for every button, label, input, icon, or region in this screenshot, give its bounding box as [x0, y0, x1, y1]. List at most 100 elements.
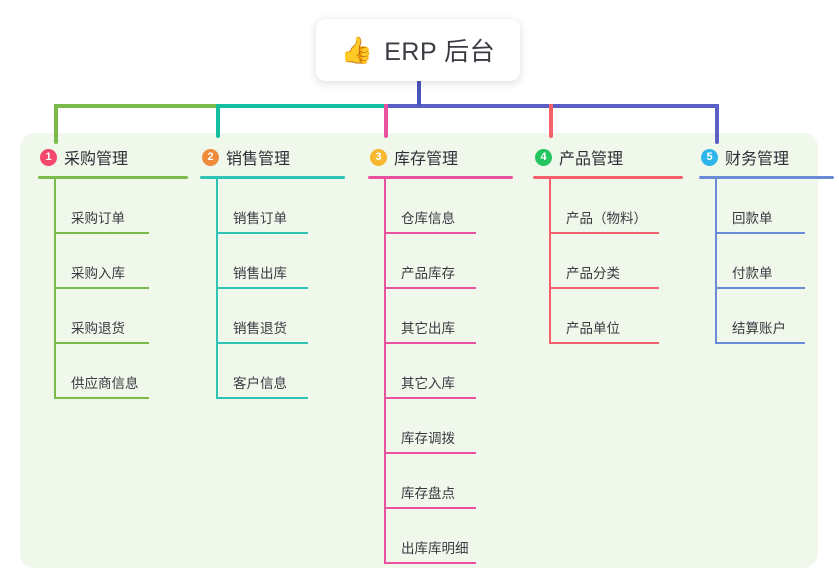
branch-column-产品管理: 4 产品管理产品（物料） 产品分类产品单位 [533, 144, 693, 344]
branch-item[interactable]: 仓库信息 [368, 179, 523, 234]
branch-header-rule [699, 176, 834, 179]
branch-item[interactable]: 客户信息 [200, 344, 355, 399]
branch-column-销售管理: 2 销售管理销售订单销售出库销售退货客户信息 [200, 144, 355, 399]
root-connector-stem [417, 78, 421, 106]
branch-item[interactable]: 采购退货 [38, 289, 198, 344]
bus-segment-2 [216, 104, 386, 108]
branch-item-rule [715, 287, 805, 289]
branch-item[interactable]: 采购入库 [38, 234, 198, 289]
root-node-card[interactable]: 👍 ERP 后台 [316, 19, 520, 81]
branch-item-rule [54, 342, 149, 344]
branch-header-采购管理[interactable]: 1 采购管理 [38, 144, 198, 170]
branch-item[interactable]: 出库库明细 [368, 509, 523, 564]
branch-title: 产品管理 [559, 151, 624, 168]
branch-index-badge: 3 [370, 148, 387, 166]
branch-item-label: 库存调拨 [401, 431, 455, 446]
branch-spine [549, 179, 551, 344]
branch-item-rule [549, 287, 659, 289]
branch-item-list: 仓库信息产品库存其它出库其它入库库存调拨库存盘点出库库明细 [368, 179, 523, 564]
branch-item[interactable]: 产品单位 [533, 289, 693, 344]
branch-item-rule [384, 342, 476, 344]
branch-header-库存管理[interactable]: 3 库存管理 [368, 144, 523, 170]
branch-index-badge: 1 [40, 148, 57, 166]
branch-item-rule [216, 342, 308, 344]
branch-item-label: 销售订单 [233, 211, 287, 226]
branch-item[interactable]: 库存调拨 [368, 399, 523, 454]
branch-item-label: 回款单 [732, 211, 773, 226]
branch-item-list: 回款单付款单结算账户 [699, 179, 839, 344]
branch-index-badge: 4 [535, 148, 552, 166]
branch-item-label: 销售退货 [233, 321, 287, 336]
branch-index-badge: 2 [202, 148, 219, 166]
drop-connector-2 [216, 104, 220, 138]
branch-item[interactable]: 回款单 [699, 179, 839, 234]
branch-item-rule [549, 342, 659, 344]
branch-item[interactable]: 其它出库 [368, 289, 523, 344]
branch-item[interactable]: 付款单 [699, 234, 839, 289]
branch-item[interactable]: 销售退货 [200, 289, 355, 344]
branch-header-rule [368, 176, 513, 179]
branch-item[interactable]: 采购订单 [38, 179, 198, 234]
branch-item-list: 采购订单采购入库采购退货供应商信息 [38, 179, 198, 399]
branch-item-rule [384, 507, 476, 509]
branch-column-库存管理: 3 库存管理仓库信息产品库存其它出库其它入库库存调拨库存盘点出库库明细 [368, 144, 523, 564]
branch-spine [384, 179, 386, 564]
branch-item[interactable]: 库存盘点 [368, 454, 523, 509]
branch-title: 采购管理 [64, 151, 129, 168]
branch-item[interactable]: 产品库存 [368, 234, 523, 289]
branch-item-label: 其它出库 [401, 321, 455, 336]
branch-title: 销售管理 [226, 151, 291, 168]
branch-item-label: 产品分类 [566, 266, 620, 281]
branch-spine [216, 179, 218, 399]
branch-item[interactable]: 产品分类 [533, 234, 693, 289]
branch-item-rule [54, 287, 149, 289]
branch-item-label: 采购订单 [71, 211, 125, 226]
branch-item-label: 结算账户 [732, 321, 786, 336]
branch-item[interactable]: 供应商信息 [38, 344, 198, 399]
branch-header-rule [200, 176, 345, 179]
branch-item-label: 采购退货 [71, 321, 125, 336]
branch-index-badge: 5 [701, 148, 718, 166]
branch-item-label: 库存盘点 [401, 486, 455, 501]
branch-item-rule [549, 232, 659, 234]
branch-item-label: 付款单 [732, 266, 773, 281]
page-title: ERP 后台 [384, 38, 496, 66]
thumbs-up-icon: 👍 [340, 35, 374, 65]
branch-column-财务管理: 5 财务管理回款单付款单结算账户 [699, 144, 839, 344]
branch-item-rule [54, 397, 149, 399]
branch-item-label: 其它入库 [401, 376, 455, 391]
branch-item-rule [715, 342, 805, 344]
branch-item-label: 采购入库 [71, 266, 125, 281]
branch-item-label: 销售出库 [233, 266, 287, 281]
bus-cap-left [54, 104, 66, 108]
bus-segment-1 [54, 104, 218, 108]
branch-header-rule [38, 176, 188, 179]
drop-connector-3 [384, 104, 388, 138]
branch-item-rule [384, 287, 476, 289]
branch-item-rule [216, 232, 308, 234]
branch-item-label: 产品（物料） [566, 211, 647, 226]
branch-item-rule [384, 232, 476, 234]
branch-item[interactable]: 其它入库 [368, 344, 523, 399]
branch-item-rule [715, 232, 805, 234]
branch-item[interactable]: 产品（物料） [533, 179, 693, 234]
branch-item-list: 产品（物料） 产品分类产品单位 [533, 179, 693, 344]
branch-item-rule [216, 397, 308, 399]
branch-item-label: 出库库明细 [401, 541, 469, 556]
branch-title: 库存管理 [394, 151, 459, 168]
branch-item-label: 产品单位 [566, 321, 620, 336]
branch-header-财务管理[interactable]: 5 财务管理 [699, 144, 839, 170]
bus-cap-right [705, 104, 717, 108]
branch-header-销售管理[interactable]: 2 销售管理 [200, 144, 355, 170]
branch-header-产品管理[interactable]: 4 产品管理 [533, 144, 693, 170]
branch-item[interactable]: 结算账户 [699, 289, 839, 344]
branch-item-label: 仓库信息 [401, 211, 455, 226]
branch-title: 财务管理 [725, 151, 790, 168]
branch-item-label: 产品库存 [401, 266, 455, 281]
branch-item[interactable]: 销售出库 [200, 234, 355, 289]
branch-item-rule [216, 287, 308, 289]
branch-item-label: 客户信息 [233, 376, 287, 391]
branch-header-rule [533, 176, 683, 179]
branch-item[interactable]: 销售订单 [200, 179, 355, 234]
